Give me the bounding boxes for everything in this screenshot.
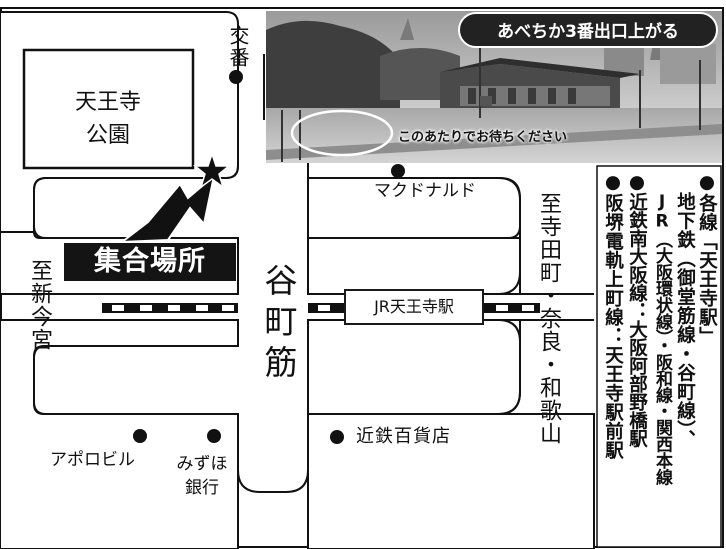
kintetsu-store-label: 近鉄百貨店 — [356, 426, 451, 447]
wait-area-ellipse — [290, 109, 394, 157]
tennoji-park-label: 天王寺 公園 — [48, 86, 168, 152]
mizuho-dot — [207, 429, 221, 443]
meeting-point-label: 集合場所 — [64, 243, 236, 281]
wait-here-caption: このあたりでお待ちください — [398, 130, 568, 145]
access-box — [596, 165, 722, 548]
meeting-arrow — [118, 173, 216, 244]
apollo-dot — [133, 429, 147, 443]
block-west-south — [0, 319, 239, 549]
access-line-4: ●近鉄南大阪線：大阪阿部野橋駅 — [626, 172, 648, 448]
railway-line — [102, 303, 540, 313]
park-block — [22, 48, 195, 170]
jr-tennoji-station-label: JR天王寺駅 — [344, 289, 484, 325]
block-east-mid — [307, 237, 521, 295]
access-line-3: JR（大阪環状線）・阪和線・関西本線 — [652, 192, 672, 485]
mcdonalds-dot — [391, 164, 405, 178]
park-label-line1: 天王寺 — [74, 90, 141, 115]
access-line-5: ●阪堺電軌上町線：天王寺駅前駅 — [602, 172, 624, 460]
road-west-north-edge — [33, 24, 239, 294]
mizuho-bank-label: みずほ 銀行 — [164, 452, 240, 500]
to-shinimamiya-label: 至新今宮 — [27, 259, 52, 351]
meeting-star-icon — [192, 151, 232, 189]
police-box-label: 交番 — [226, 25, 250, 69]
exit-badge: あべちか3番出口上がる — [458, 12, 718, 48]
road-south-loop — [33, 319, 521, 493]
mizuho-label-line1: みずほ — [176, 454, 228, 474]
access-line-1: ●各線「天王寺駅」 — [696, 172, 718, 346]
block-east-south — [307, 319, 521, 415]
access-line-2: 地下鉄（御堂筋線・谷町線）、 — [674, 192, 696, 449]
apollo-building-label: アポロビル — [50, 450, 135, 470]
road-east-rail-edges — [520, 293, 594, 321]
road-edges — [0, 24, 594, 493]
road-east-north-edge — [307, 160, 521, 295]
rail-east-base — [484, 303, 540, 313]
mcdonalds-label: マクドナルド — [374, 181, 476, 201]
tanimachi-street-label: 谷町筋 — [259, 263, 298, 386]
photo-trees — [266, 20, 400, 110]
kintetsu-dot — [330, 430, 344, 444]
to-teradacho-label: 至寺田町・奈良・和歌山 — [536, 192, 561, 445]
mizuho-label-line2: 銀行 — [185, 478, 219, 498]
park-label-line2: 公園 — [85, 123, 130, 148]
police-box-dot — [229, 70, 243, 84]
